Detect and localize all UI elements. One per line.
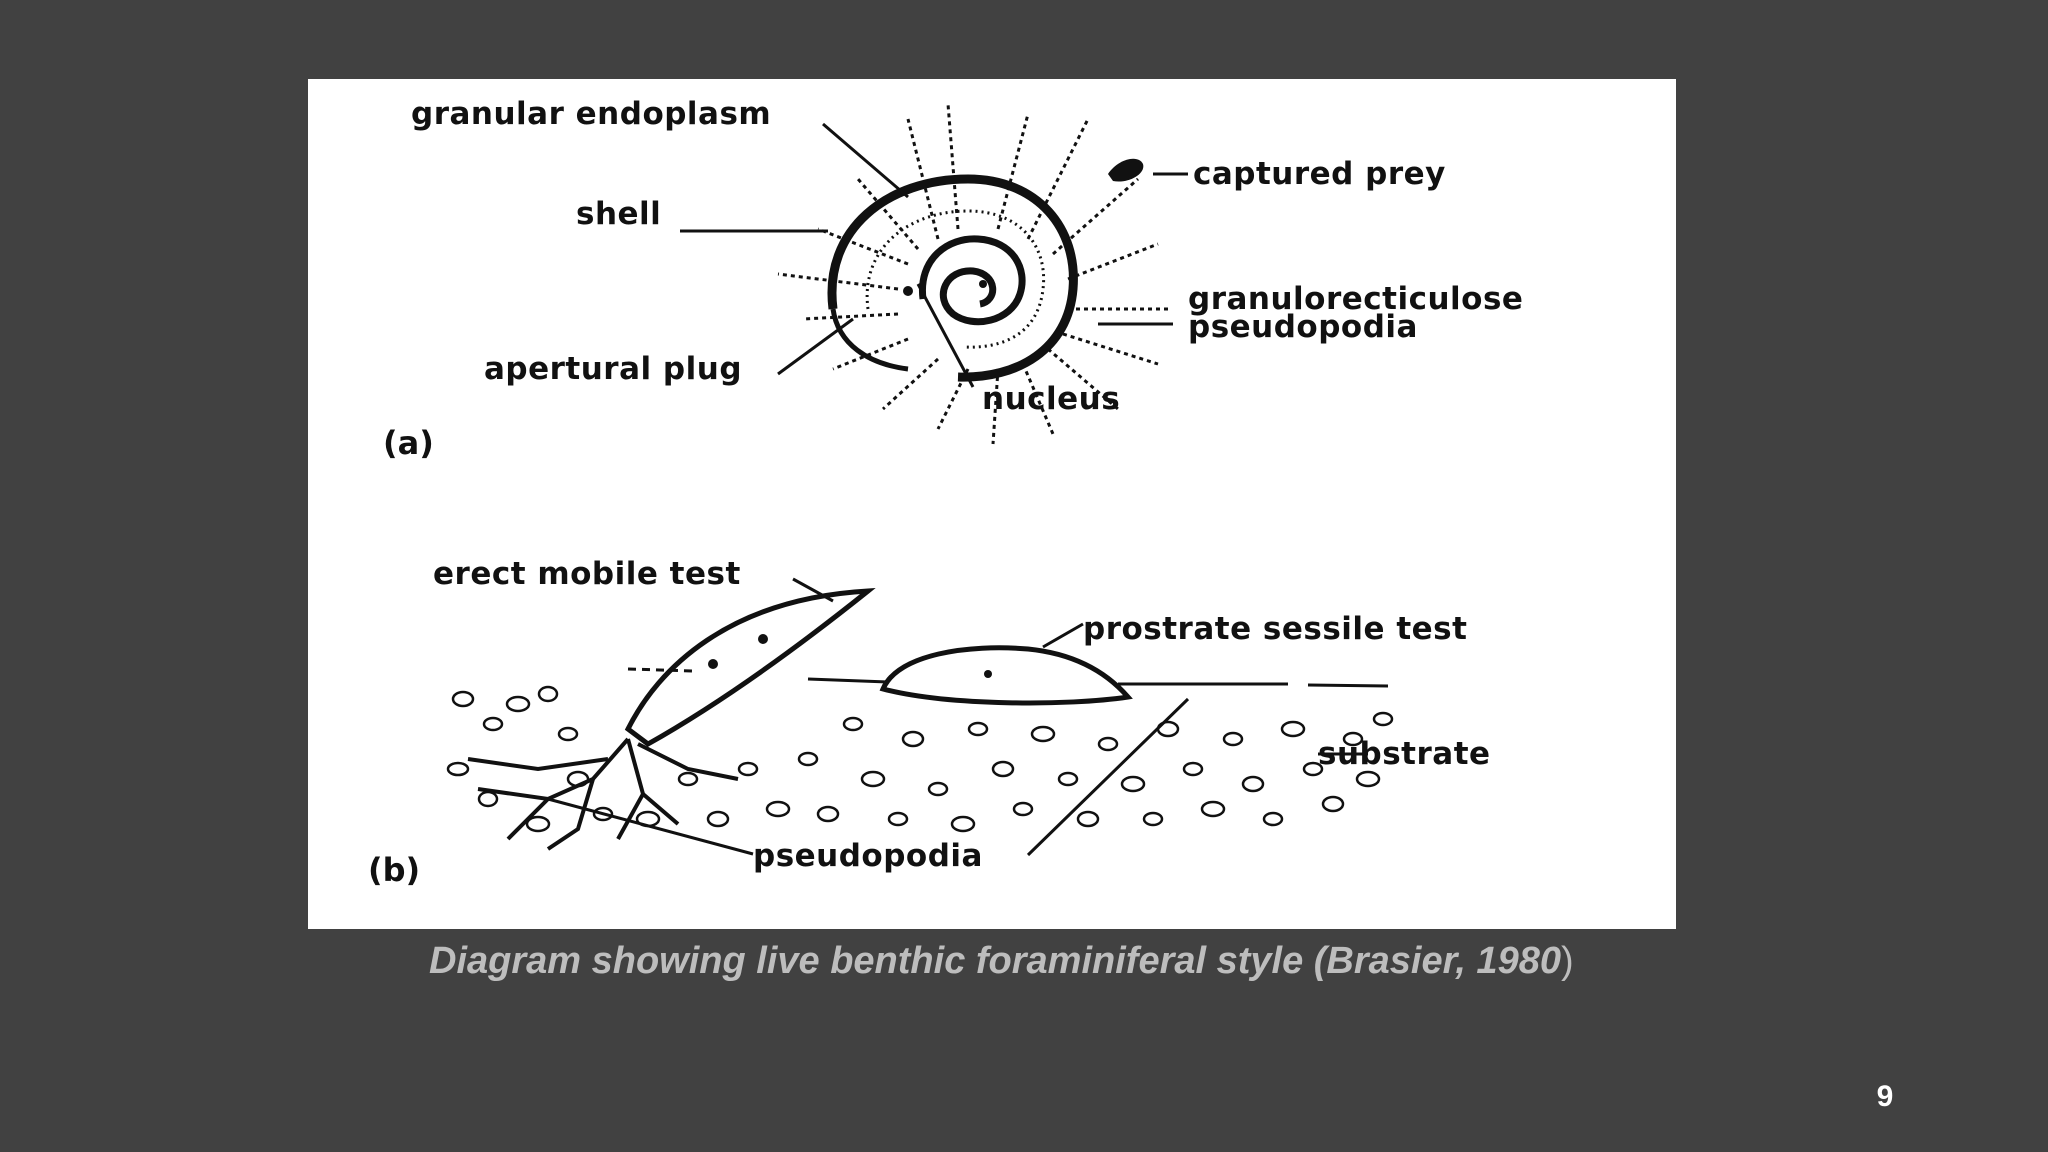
label-pseudopodia-a: pseudopodia — [1188, 309, 1418, 345]
panel-a-tag: (a) — [383, 424, 434, 462]
panel-b-tag: (b) — [368, 851, 420, 889]
label-captured-prey: captured prey — [1193, 156, 1446, 192]
substrate-grains — [446, 685, 1394, 833]
prostrate-sessile-test — [879, 645, 1133, 706]
label-nucleus: nucleus — [982, 381, 1120, 417]
coiled-shell — [827, 174, 1078, 382]
label-erect-mobile-test: erect mobile test — [433, 556, 741, 592]
sediment-surface — [627, 667, 1389, 688]
panel-a: granular endoplasm shell apertural plug … — [383, 96, 1523, 462]
panel-b: erect mobile test prostrate sessile test… — [368, 556, 1491, 889]
erect-mobile-test — [624, 588, 876, 747]
nucleus-dot — [903, 286, 913, 296]
label-substrate: substrate — [1318, 736, 1491, 772]
caption-close-paren: ) — [1560, 940, 1574, 982]
leader-lines-a — [680, 122, 1188, 388]
label-pseudopodia-b: pseudopodia — [753, 838, 983, 874]
label-granulorecticulose: granulorecticulose — [1188, 281, 1523, 317]
label-apertural-plug: apertural plug — [484, 351, 742, 387]
figure-panel: granular endoplasm shell apertural plug … — [308, 79, 1676, 929]
captured-prey-mark — [1108, 158, 1144, 182]
label-granular-endoplasm: granular endoplasm — [411, 96, 771, 132]
foraminifera-diagram: granular endoplasm shell apertural plug … — [368, 96, 1523, 889]
figure-caption: Diagram showing live benthic foraminifer… — [0, 940, 2048, 983]
label-prostrate-sessile-test: prostrate sessile test — [1083, 611, 1467, 647]
leader-lines-b — [547, 577, 1368, 857]
caption-text: Diagram showing live benthic foraminifer… — [429, 940, 1561, 982]
erect-test-pseudopodia — [467, 737, 739, 851]
label-shell: shell — [576, 196, 661, 232]
slide-number: 9 — [1876, 1080, 1894, 1113]
